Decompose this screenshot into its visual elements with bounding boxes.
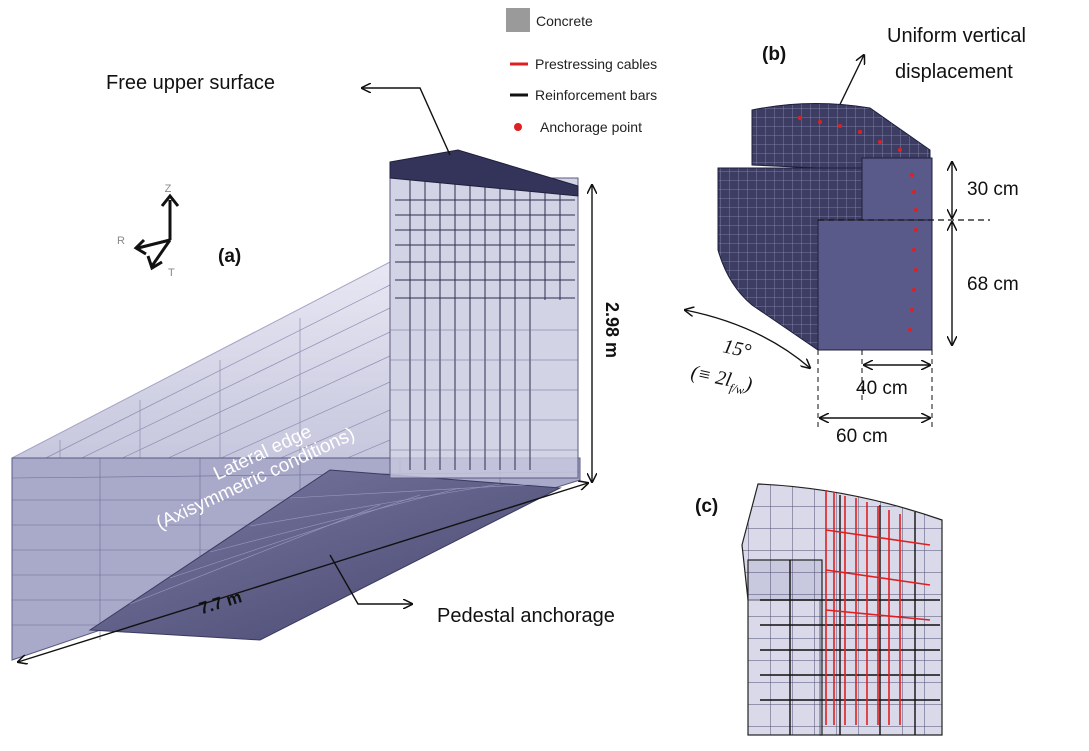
- legend-anchor-label: Anchorage point: [540, 119, 642, 135]
- legend-cables-label: Prestressing cables: [535, 56, 657, 72]
- panel-c-label: (c): [695, 496, 718, 517]
- free-upper-surface-label: Free upper surface: [106, 72, 275, 94]
- anchorage-points-b: [798, 116, 918, 332]
- length-dimension-arrow: [18, 483, 588, 662]
- uniform-vertical-label: Uniform vertical: [887, 25, 1026, 47]
- cage-c-cables: [825, 490, 931, 725]
- angle-eq-sub: f/w: [728, 381, 745, 398]
- axis-t-label: T: [168, 267, 175, 279]
- axis-triad: [133, 193, 180, 271]
- panel-b-block: [717, 102, 933, 351]
- block-b-front-lower: [817, 219, 933, 351]
- free-surface-leader: [362, 88, 451, 156]
- angle-equivalence: (≡ 2lf/w): [688, 361, 754, 398]
- angle-arc: [685, 310, 810, 368]
- axis-z-label: Z: [165, 183, 172, 195]
- upper-block: [389, 177, 579, 479]
- free-upper-surface: [389, 149, 579, 197]
- dim-40-label: 40 cm: [856, 378, 908, 399]
- dim-68-label: 68 cm: [967, 274, 1019, 295]
- panel-a-model: [11, 149, 581, 661]
- pedestal-anchorage-label: Pedestal anchorage: [437, 605, 615, 627]
- dim-30-label: 30 cm: [967, 179, 1019, 200]
- angle-eq-prefix: (≡ 2l: [689, 361, 734, 391]
- upper-block-rebars: [395, 178, 575, 470]
- panel-a-label: (a): [218, 246, 241, 267]
- panel-c-cage: [741, 483, 943, 736]
- legend-bars-label: Reinforcement bars: [535, 87, 657, 103]
- upper-block-mesh: [390, 329, 578, 451]
- legend-concrete-swatch: [506, 8, 530, 32]
- cage-c-rebars: [760, 495, 940, 735]
- pedestal-leader: [329, 554, 412, 604]
- legend-anchor-swatch: [514, 123, 522, 131]
- cage-c-lower-left: [747, 559, 823, 736]
- panel-b-label: (b): [762, 44, 786, 65]
- axis-r-label: R: [117, 235, 125, 247]
- displacement-label: displacement: [895, 61, 1013, 83]
- angle-label: 15°: [721, 335, 753, 362]
- dim-60-label: 60 cm: [836, 426, 888, 447]
- height-dimension-label: 2.98 m: [602, 302, 622, 358]
- legend-concrete-label: Concrete: [536, 13, 593, 29]
- legend: Concrete Prestressing cables Reinforceme…: [506, 8, 657, 135]
- block-b-front-upper: [861, 157, 933, 221]
